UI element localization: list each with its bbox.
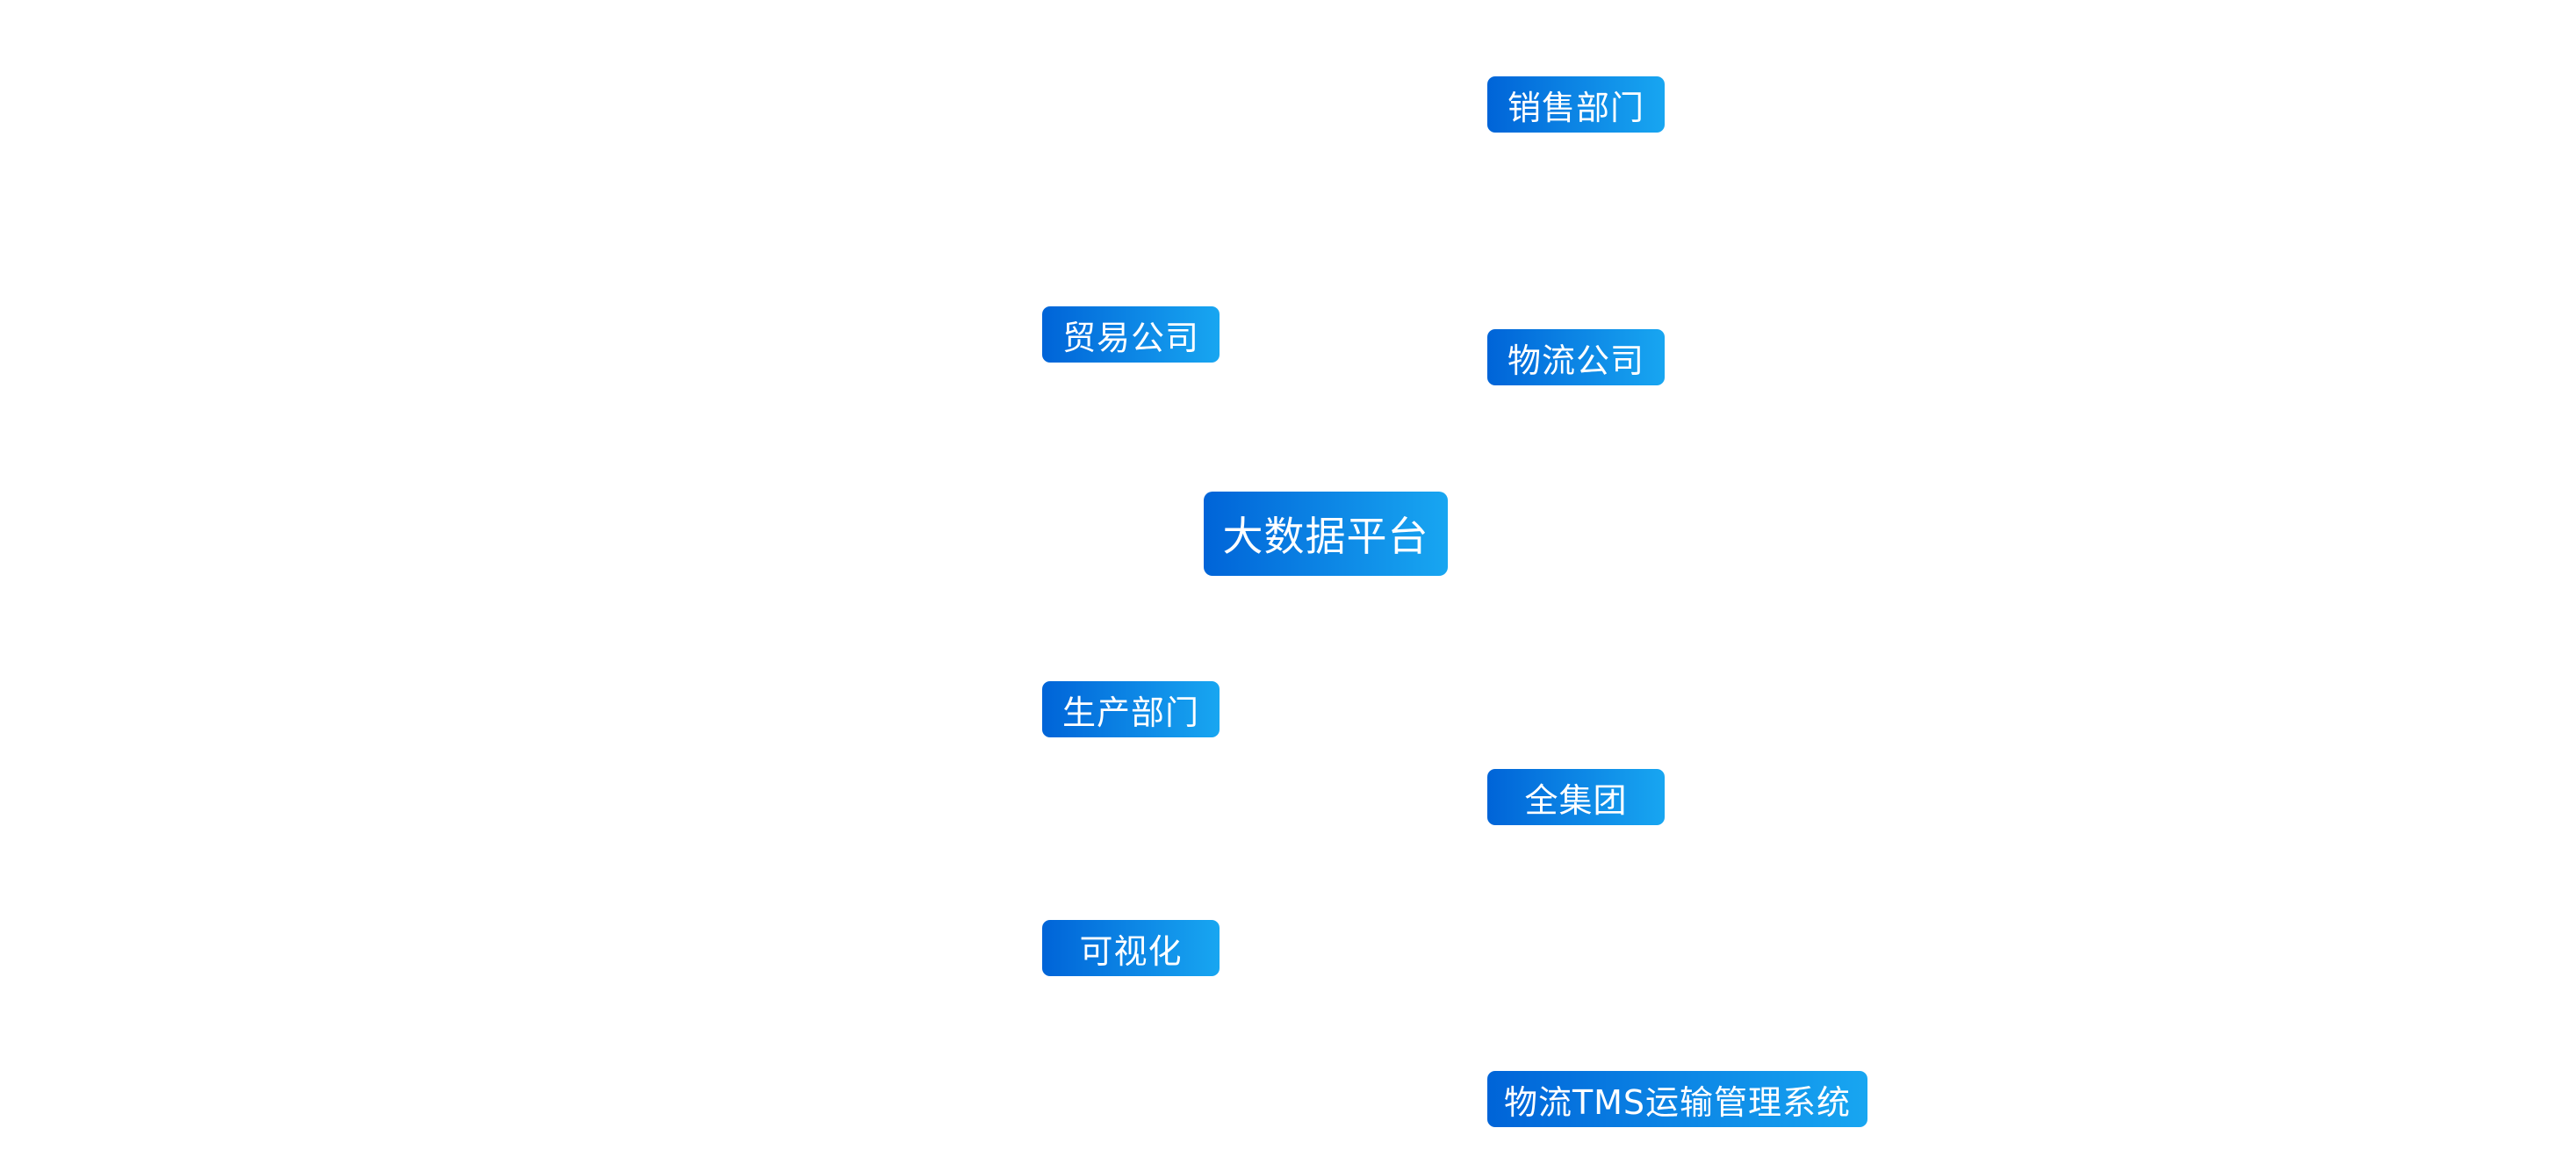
node-production-department[interactable]: 生产部门 <box>1042 681 1220 737</box>
node-sales-department[interactable]: 销售部门 <box>1487 76 1665 133</box>
root-node-big-data-platform[interactable]: 大数据平台 <box>1204 492 1448 576</box>
node-logistics-company[interactable]: 物流公司 <box>1487 329 1665 385</box>
node-visualization[interactable]: 可视化 <box>1042 920 1220 976</box>
node-logistics-tms-system[interactable]: 物流TMS运输管理系统 <box>1487 1071 1867 1127</box>
node-trade-company[interactable]: 贸易公司 <box>1042 306 1220 363</box>
node-whole-group[interactable]: 全集团 <box>1487 769 1665 825</box>
